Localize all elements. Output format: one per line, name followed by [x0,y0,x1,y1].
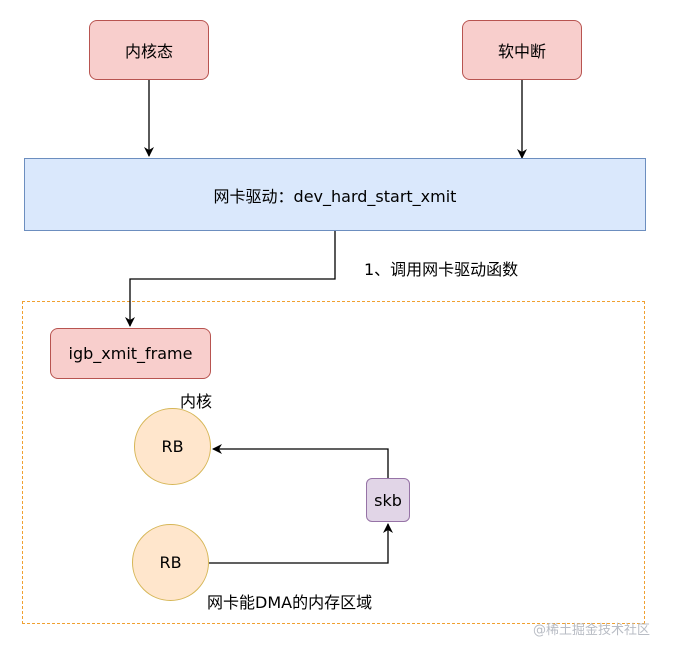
rb-kernel-node: RB [134,408,211,485]
rb-nic-node: RB [132,524,209,601]
kernel-mode-node: 内核态 [89,20,209,80]
igb-xmit-frame-node: igb_xmit_frame [50,328,211,379]
skb-node: skb [366,478,410,522]
softirq-node: 软中断 [462,20,582,80]
watermark: @稀土掘金技术社区 [533,623,651,638]
edge-driver-to-igb [125,231,336,327]
nic-dma-label: 网卡能DMA的内存区域 [207,593,373,612]
nic-dma-region [22,301,645,624]
call-driver-label: 1、调用网卡驱动函数 [364,260,519,279]
edge-rb-nic-to-skb [209,523,393,564]
kernel-label: 内核 [180,392,213,411]
driver-node: 网卡驱动：dev_hard_start_xmit [24,158,646,231]
edge-skb-to-rb-kernel [212,444,389,478]
